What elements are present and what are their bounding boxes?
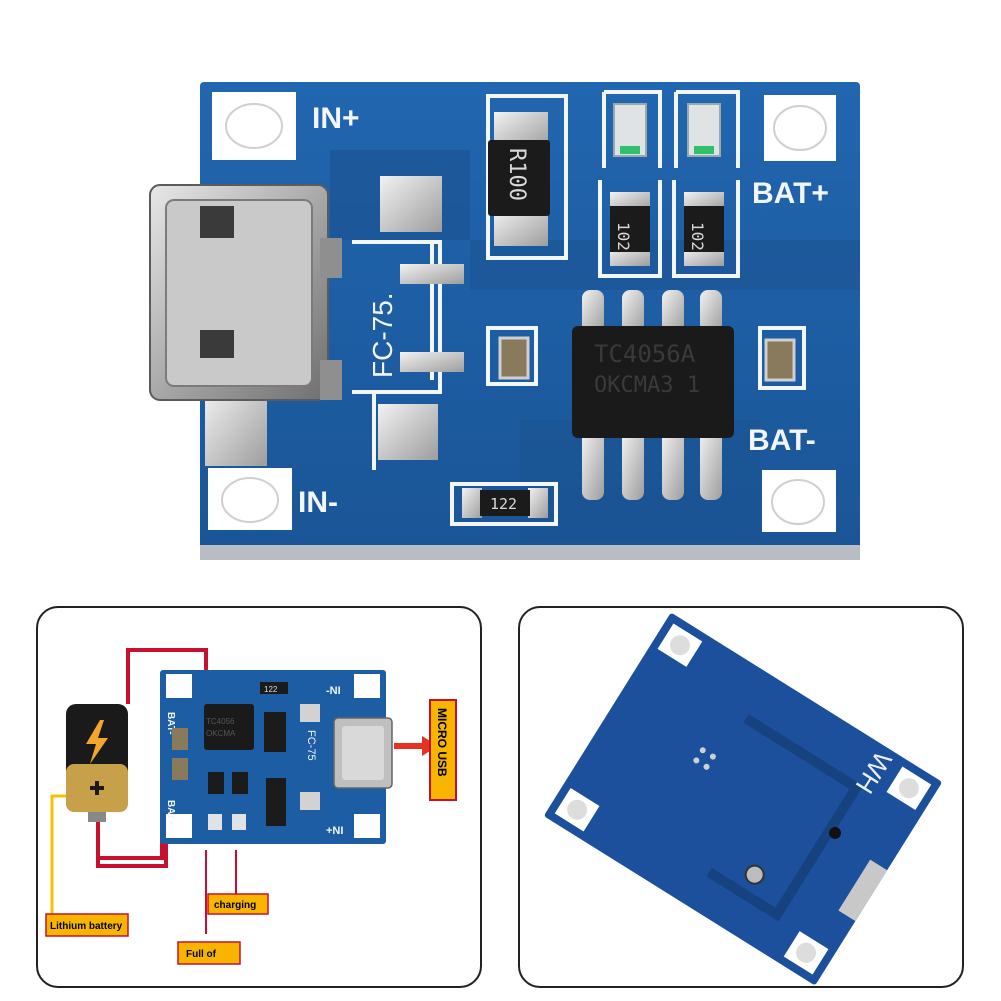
mounting-hole <box>764 95 836 161</box>
wiring-diagram-panel: BAT- BAT+ -NI +NI 122 TC4056 OKCMA FC-75 <box>36 606 482 988</box>
micro-usb-label: MICRO USB <box>429 699 457 801</box>
full-of-label: Full of <box>177 941 241 965</box>
svg-text:BAT-: BAT- <box>165 712 176 735</box>
wiring-diagram: BAT- BAT+ -NI +NI 122 TC4056 OKCMA FC-75 <box>45 648 457 965</box>
main-board-photo: IN+ IN- BAT+ BAT- FC-75. R100 <box>149 82 860 560</box>
silk-fc75: FC-75. <box>367 292 398 378</box>
capacitor <box>764 338 796 382</box>
silk-in-plus: IN+ <box>312 102 360 135</box>
mounting-hole <box>762 470 836 532</box>
charging-label: charging <box>207 893 269 915</box>
battery-icon <box>66 704 128 822</box>
lithium-battery-label: Lithium battery <box>45 913 129 937</box>
svg-text:R100: R100 <box>504 148 529 201</box>
solder-pad <box>378 404 438 460</box>
svg-text:102: 102 <box>614 222 633 251</box>
svg-text:Full of: Full of <box>186 949 217 960</box>
resistor-r100: R100 <box>488 112 550 246</box>
wire-positive <box>126 648 208 704</box>
board-back-photo: HW <box>544 613 942 985</box>
svg-text:charging: charging <box>214 900 256 911</box>
resistor-122: 122 <box>462 488 548 518</box>
back-board-pcb <box>544 613 942 985</box>
svg-text:102: 102 <box>688 222 707 251</box>
mini-board: BAT- BAT+ -NI +NI 122 TC4056 OKCMA FC-75 <box>160 670 393 844</box>
svg-text:OKCMA: OKCMA <box>206 729 236 738</box>
svg-text:MICRO USB: MICRO USB <box>435 708 449 777</box>
mounting-hole <box>208 468 292 530</box>
micro-usb-connector <box>149 184 342 466</box>
mounting-hole <box>212 92 296 160</box>
resistor-102-b: 102 <box>684 192 724 266</box>
led-charging <box>613 103 647 157</box>
svg-text:TC4056A: TC4056A <box>594 340 696 368</box>
silk-in-minus: IN- <box>298 486 338 519</box>
svg-text:Lithium battery: Lithium battery <box>50 921 123 932</box>
svg-text:FC-75: FC-75 <box>305 730 317 761</box>
svg-text:122: 122 <box>490 495 517 513</box>
resistor-102-a: 102 <box>610 192 650 266</box>
solder-pad <box>380 176 442 232</box>
svg-text:OKCMA3 1: OKCMA3 1 <box>594 373 700 398</box>
svg-text:-NI: -NI <box>326 685 341 697</box>
capacitor <box>498 336 530 380</box>
svg-text:+NI: +NI <box>326 825 343 837</box>
svg-text:TC4056: TC4056 <box>206 717 235 726</box>
svg-text:BAT+: BAT+ <box>165 800 176 826</box>
led-full <box>687 103 721 157</box>
silk-bat-plus: BAT+ <box>752 177 829 210</box>
board-back-panel: HW <box>518 606 964 988</box>
wire-negative <box>96 814 168 868</box>
charger-ic-chip: TC4056A OKCMA3 1 <box>572 290 734 500</box>
svg-text:122: 122 <box>264 685 278 694</box>
silk-bat-minus: BAT- <box>748 424 816 457</box>
